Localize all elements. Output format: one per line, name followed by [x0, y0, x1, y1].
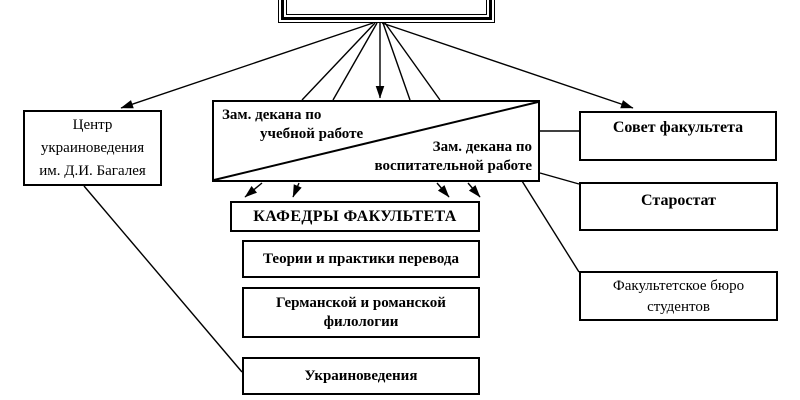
starostat-label: Старостат [641, 192, 716, 209]
box-dept-german-romance: Германской и романской филологии [242, 287, 480, 338]
dept-translation-label: Теории и практики перевода [263, 250, 459, 267]
box-departments-header: КАФЕДРЫ ФАКУЛЬТЕТА [230, 201, 480, 232]
arrow-deputy-to-departments-1 [244, 182, 263, 198]
box-student-bureau: Факультетское бюро студентов [579, 271, 778, 321]
box-starostat: Старостат [579, 182, 778, 231]
top-box-middle-frame [281, 0, 492, 20]
dept-ukrainian-label: Украиноведения [304, 367, 418, 384]
line-top-to-deputy-5 [384, 22, 441, 101]
student-bureau-line-2: студентов [647, 299, 710, 315]
deputy-upbringing-line-2: воспитательной работе [374, 158, 533, 174]
arrow-deputy-to-departments-2 [292, 182, 302, 198]
box-dept-translation: Теории и практики перевода [242, 240, 480, 278]
line-top-to-council [381, 22, 634, 109]
line-centre-to-dept-ukrainian [83, 185, 243, 373]
box-dept-ukrainian: Украиноведения [242, 357, 480, 395]
box-deputy-deans: Зам. декана по учебной работе Зам. декан… [212, 100, 540, 182]
arrow-deputy-to-departments-4 [467, 182, 481, 198]
arrow-deputy-to-departments-3 [436, 182, 450, 198]
centre-line-2: украиноведения [40, 139, 145, 156]
deputy-study-line-2: учебной работе [260, 126, 364, 142]
deputy-upbringing-line-1: Зам. декана по [432, 139, 532, 155]
deputy-study-line-1: Зам. декана по [222, 107, 322, 123]
top-box-inner-frame [286, 0, 487, 15]
dept-german-romance-line-2: филологии [323, 313, 399, 330]
deputy-dean-upbringing-label: Зам. декана по воспитательной работе [375, 138, 533, 176]
line-top-to-deputy-4 [382, 22, 411, 101]
line-top-to-deputy-1 [301, 22, 376, 101]
centre-line-1: Центр [72, 116, 113, 133]
faculty-council-label: Совет факультета [612, 119, 744, 136]
dept-german-romance-line-1: Германской и романской [276, 294, 446, 311]
line-top-to-centre [120, 22, 374, 109]
centre-line-3: им. Д.И. Багалея [39, 162, 146, 179]
student-bureau-line-1: Факультетское бюро [612, 278, 745, 294]
line-deputy-to-starostat [539, 172, 580, 185]
top-box-cutoff [278, 0, 495, 23]
line-deputy-to-student-bureau [521, 180, 580, 273]
deputy-dean-study-label: Зам. декана по учебной работе [222, 106, 363, 144]
box-faculty-council: Совет факультета [579, 111, 777, 161]
box-centre-ukrainian-studies: Центр украиноведения им. Д.И. Багалея [23, 110, 162, 186]
departments-header-label: КАФЕДРЫ ФАКУЛЬТЕТА [253, 207, 457, 225]
line-top-to-deputy-2 [332, 22, 378, 101]
